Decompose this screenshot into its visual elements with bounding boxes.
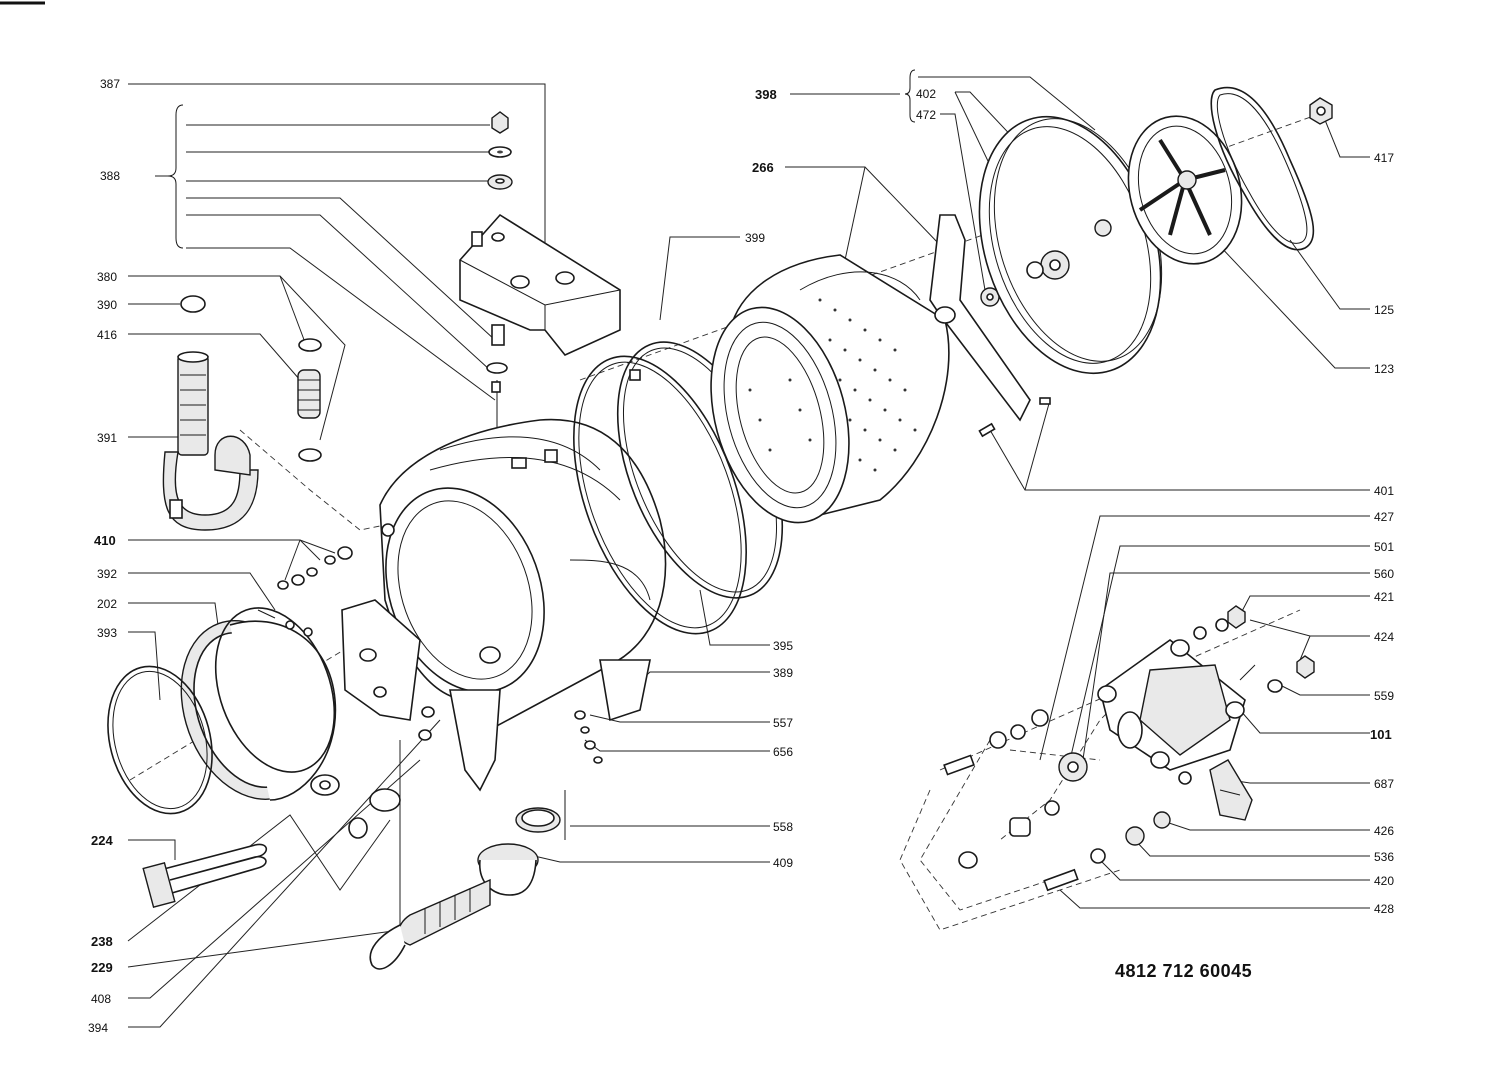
label-389: 389 <box>773 666 793 680</box>
label-224: 224 <box>91 833 113 848</box>
nut-417 <box>1309 97 1333 125</box>
label-410: 410 <box>94 533 116 548</box>
drawing-number: 4812 712 60045 <box>1115 961 1252 981</box>
clamp-ring-393 <box>107 665 213 815</box>
thermostat-238 <box>310 774 401 839</box>
drive-belt-125 <box>1210 86 1315 251</box>
label-392: 392 <box>97 567 117 581</box>
drum-266 <box>710 254 950 524</box>
label-424: 424 <box>1374 630 1394 644</box>
label-408: 408 <box>91 992 111 1006</box>
label-123: 123 <box>1374 362 1394 376</box>
label-393: 393 <box>97 626 117 640</box>
label-101: 101 <box>1370 727 1392 742</box>
leader-lines-right <box>529 69 1370 909</box>
label-417: 417 <box>1374 151 1394 165</box>
label-390: 390 <box>97 298 117 312</box>
fastener-stack-388 <box>486 111 513 428</box>
bolts-557-656 <box>574 710 603 764</box>
label-558: 558 <box>773 820 793 834</box>
label-401: 401 <box>1374 484 1394 498</box>
label-420: 420 <box>1374 874 1394 888</box>
heater-bracket <box>341 599 435 741</box>
label-501: 501 <box>1374 540 1394 554</box>
label-687: 687 <box>1374 777 1394 791</box>
motor-pulley-123 <box>1127 115 1243 265</box>
leader-lines-left <box>127 83 546 1028</box>
bracket-687 <box>1209 759 1253 821</box>
label-402: 402 <box>916 87 936 101</box>
label-398: 398 <box>755 87 777 102</box>
label-560: 560 <box>1374 567 1394 581</box>
bearing-housing-101 <box>1097 638 1256 771</box>
label-427: 427 <box>1374 510 1394 524</box>
label-202: 202 <box>97 597 117 611</box>
label-394: 394 <box>88 1021 108 1035</box>
callout-labels: 387 388 380 390 416 391 410 392 202 393 … <box>88 77 1394 1035</box>
label-557: 557 <box>773 716 793 730</box>
label-380: 380 <box>97 270 117 284</box>
shaft-parts-427-501-560 <box>943 709 1192 892</box>
label-428: 428 <box>1374 902 1394 916</box>
clamp-set-380 <box>297 338 322 462</box>
ring-seal-395 <box>573 355 747 635</box>
label-536: 536 <box>1374 850 1394 864</box>
door-seal-202 <box>180 607 337 801</box>
label-395: 395 <box>773 639 793 653</box>
outer-tub-shell <box>379 418 667 792</box>
label-266: 266 <box>752 160 774 175</box>
drive-pulley-398 <box>978 115 1163 375</box>
label-391: 391 <box>97 431 117 445</box>
label-416: 416 <box>97 328 117 342</box>
label-559: 559 <box>1374 689 1394 703</box>
counterweight-387 <box>459 213 621 356</box>
washers-421-424 <box>1193 605 1315 693</box>
sump-hose-409 <box>369 790 566 970</box>
heating-element-224 <box>142 843 268 909</box>
label-388: 388 <box>100 169 120 183</box>
label-238: 238 <box>91 934 113 949</box>
label-656: 656 <box>773 745 793 759</box>
label-421: 421 <box>1374 590 1394 604</box>
drum-spider-401 <box>929 214 1051 438</box>
label-409: 409 <box>773 856 793 870</box>
label-472: 472 <box>916 108 936 122</box>
small-parts-410 <box>257 546 353 637</box>
label-387: 387 <box>100 77 120 91</box>
label-229: 229 <box>91 960 113 975</box>
label-125: 125 <box>1374 303 1394 317</box>
label-426: 426 <box>1374 824 1394 838</box>
drain-hose-391 <box>162 295 259 531</box>
label-399: 399 <box>745 231 765 245</box>
